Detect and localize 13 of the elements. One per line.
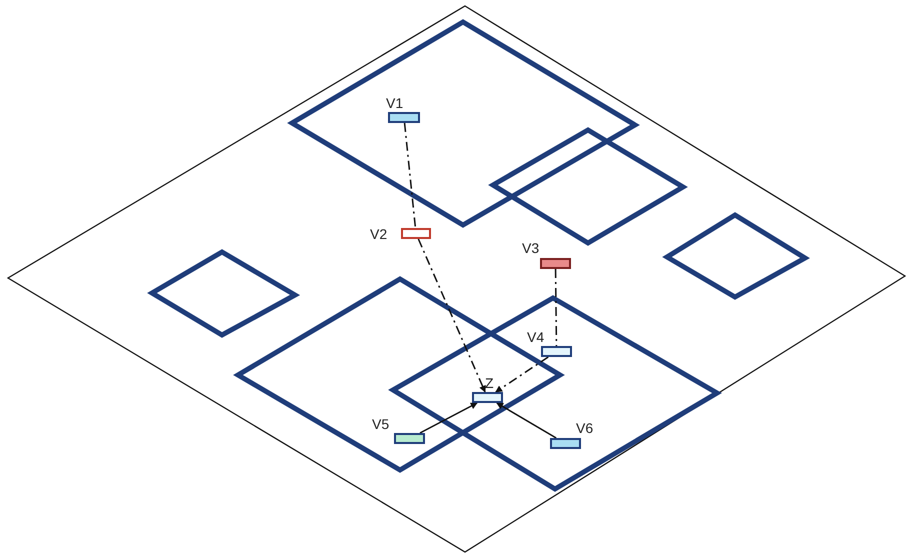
arrow — [496, 402, 557, 439]
node-label: V2 — [370, 226, 388, 242]
connector-line — [554, 269, 558, 346]
node-label: V4 — [527, 329, 544, 345]
node-label: V5 — [372, 416, 390, 432]
arrow — [420, 402, 478, 434]
node-label: V3 — [522, 240, 540, 256]
arrow — [418, 238, 486, 393]
node-label: V1 — [386, 95, 404, 111]
arrow — [495, 356, 549, 393]
node-label: Z — [485, 375, 494, 391]
node-label: V6 — [576, 420, 594, 436]
connector-line — [404, 122, 416, 228]
